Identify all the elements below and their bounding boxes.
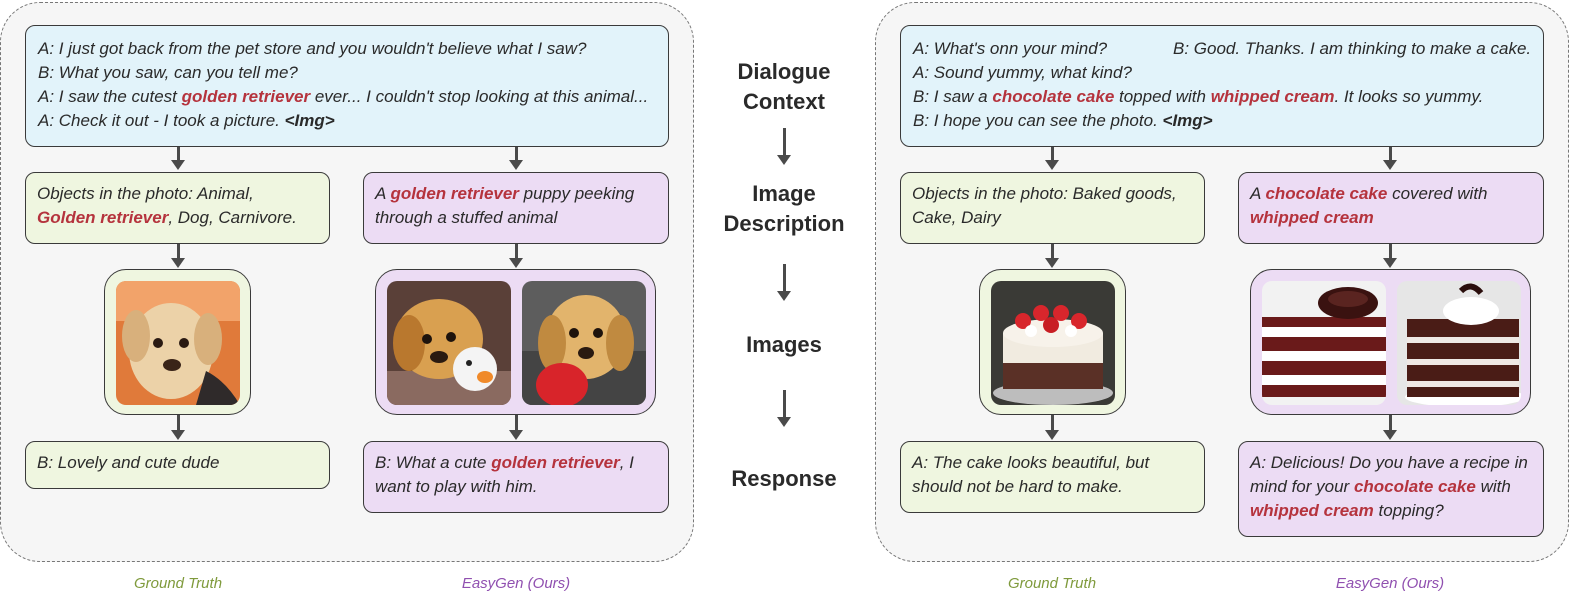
text: mind for your: [1250, 477, 1354, 496]
chocolate-cake-cream-icon: [1397, 281, 1521, 405]
text: puppy peeking: [518, 184, 635, 203]
left-context-line-1: A: I just got back from the pet store an…: [38, 39, 587, 58]
highlight-chocolate-cake: chocolate cake: [992, 87, 1115, 106]
right-gt-image-frame: [979, 269, 1126, 415]
highlight-whipped-cream: whipped cream: [1250, 501, 1374, 520]
text: , Dog, Carnivore.: [168, 208, 297, 227]
highlight-chocolate-cake: chocolate cake: [1353, 477, 1476, 496]
text: , I: [619, 453, 634, 472]
text: topping?: [1373, 501, 1444, 520]
text: A: Check it out - I took a picture.: [38, 111, 285, 130]
left-gt-image-frame: [104, 269, 251, 415]
highlight-chocolate-cake: chocolate cake: [1265, 184, 1388, 203]
text: . It looks so yummy.: [1334, 87, 1484, 106]
text: B: I saw a: [913, 87, 993, 106]
highlight-golden-retriever: golden retriever: [390, 184, 519, 203]
right-context-line-1: A: What's onn your mind? B: Good. Thanks.…: [913, 37, 1531, 61]
text: covered with: [1387, 184, 1488, 203]
text-line: mind for your chocolate cake with: [1250, 475, 1532, 499]
text: want to play with him.: [375, 477, 538, 496]
left-easygen-image-frame: [375, 269, 656, 415]
right-dialogue-context: A: What's onn your mind? B: Good. Thanks.…: [900, 25, 1544, 147]
right-gt-description: Objects in the photo: Baked goods, Cake,…: [900, 172, 1205, 244]
text: A: The cake looks beautiful, but: [912, 453, 1150, 472]
stage-label: Image: [752, 181, 816, 206]
left-context-line-4: A: Check it out - I took a picture. <Img…: [38, 109, 656, 133]
left-dialogue-context: A: I just got back from the pet store an…: [25, 25, 669, 147]
stage-label: Response: [731, 466, 837, 491]
text: B: I hope you can see the photo.: [913, 111, 1163, 130]
highlight-whipped-cream: whipped cream: [1250, 208, 1374, 227]
highlight-golden-retriever: golden retriever: [491, 453, 620, 472]
text-line: Golden retriever, Dog, Carnivore.: [37, 206, 318, 230]
text: Objects in the photo: Animal,: [37, 184, 254, 203]
text: A: I saw the cutest: [38, 87, 182, 106]
right-easygen-description: A chocolate cake covered with whipped cr…: [1238, 172, 1544, 244]
text: ever... I couldn't stop looking at this …: [310, 87, 649, 106]
highlight-whipped-cream: whipped cream: [1210, 87, 1335, 106]
text: through a stuffed animal: [375, 208, 558, 227]
text: A: Delicious! Do you have a recipe in: [1250, 453, 1528, 472]
stage-image-description: Image Description: [700, 179, 868, 239]
right-context-line-2: A: Sound yummy, what kind?: [913, 63, 1132, 82]
left-context-line-3: A: I saw the cutest golden retriever eve…: [38, 85, 656, 109]
text-line: A chocolate cake covered with: [1250, 182, 1532, 206]
stage-label: Images: [746, 332, 822, 357]
right-context-line-4: B: I hope you can see the photo. <Img>: [913, 109, 1531, 133]
text-line: B: What a cute golden retriever, I: [375, 451, 657, 475]
text: B: Lovely and cute dude: [37, 453, 220, 472]
layered-chocolate-cake-icon: [1262, 281, 1386, 405]
text: Objects in the photo: Baked goods,: [912, 184, 1177, 203]
stage-label: Context: [743, 89, 825, 114]
text: topped with: [1114, 87, 1211, 106]
right-easygen-response: A: Delicious! Do you have a recipe in mi…: [1238, 441, 1544, 537]
left-gt-description: Objects in the photo: Animal, Golden ret…: [25, 172, 330, 244]
right-caption-ground-truth: Ground Truth: [1007, 575, 1097, 592]
left-caption-ground-truth: Ground Truth: [133, 575, 223, 592]
right-easygen-image-frame: [1250, 269, 1531, 415]
text: with: [1475, 477, 1511, 496]
stage-response: Response: [700, 464, 868, 494]
text: B: Good. Thanks. I am thinking to make a…: [1173, 39, 1532, 58]
text: should not be hard to make.: [912, 477, 1123, 496]
highlight-golden-retriever: Golden retriever: [37, 208, 169, 227]
text: A: What's onn your mind?: [913, 39, 1108, 58]
dog-with-red-toy-icon: [522, 281, 646, 405]
text: A: [1250, 184, 1266, 203]
text: B: What a cute: [375, 453, 492, 472]
text: A: [375, 184, 391, 203]
highlight-golden-retriever: golden retriever: [181, 87, 311, 106]
left-caption-easygen: EasyGen (Ours): [461, 575, 571, 592]
stage-label: Description: [723, 211, 845, 236]
stage-label: Dialogue: [737, 59, 831, 84]
right-caption-easygen: EasyGen (Ours): [1335, 575, 1445, 592]
dog-with-toy-icon: [387, 281, 511, 405]
dog-photo-icon: [116, 281, 240, 405]
stage-dialogue-context: Dialogue Context: [700, 57, 868, 117]
right-gt-response: A: The cake looks beautiful, but should …: [900, 441, 1205, 513]
stage-images: Images: [700, 330, 868, 360]
strawberry-cake-icon: [991, 281, 1115, 405]
left-easygen-description: A golden retriever puppy peeking through…: [363, 172, 669, 244]
text-line: A golden retriever puppy peeking: [375, 182, 657, 206]
text: Cake, Dairy: [912, 208, 1001, 227]
text-line: whipped cream topping?: [1250, 499, 1532, 523]
left-context-line-2: B: What you saw, can you tell me?: [38, 63, 298, 82]
img-tag: <Img>: [284, 111, 335, 130]
left-gt-response: B: Lovely and cute dude: [25, 441, 330, 489]
img-tag: <Img>: [1162, 111, 1213, 130]
right-context-line-3: B: I saw a chocolate cake topped with wh…: [913, 85, 1531, 109]
left-easygen-response: B: What a cute golden retriever, I want …: [363, 441, 669, 513]
